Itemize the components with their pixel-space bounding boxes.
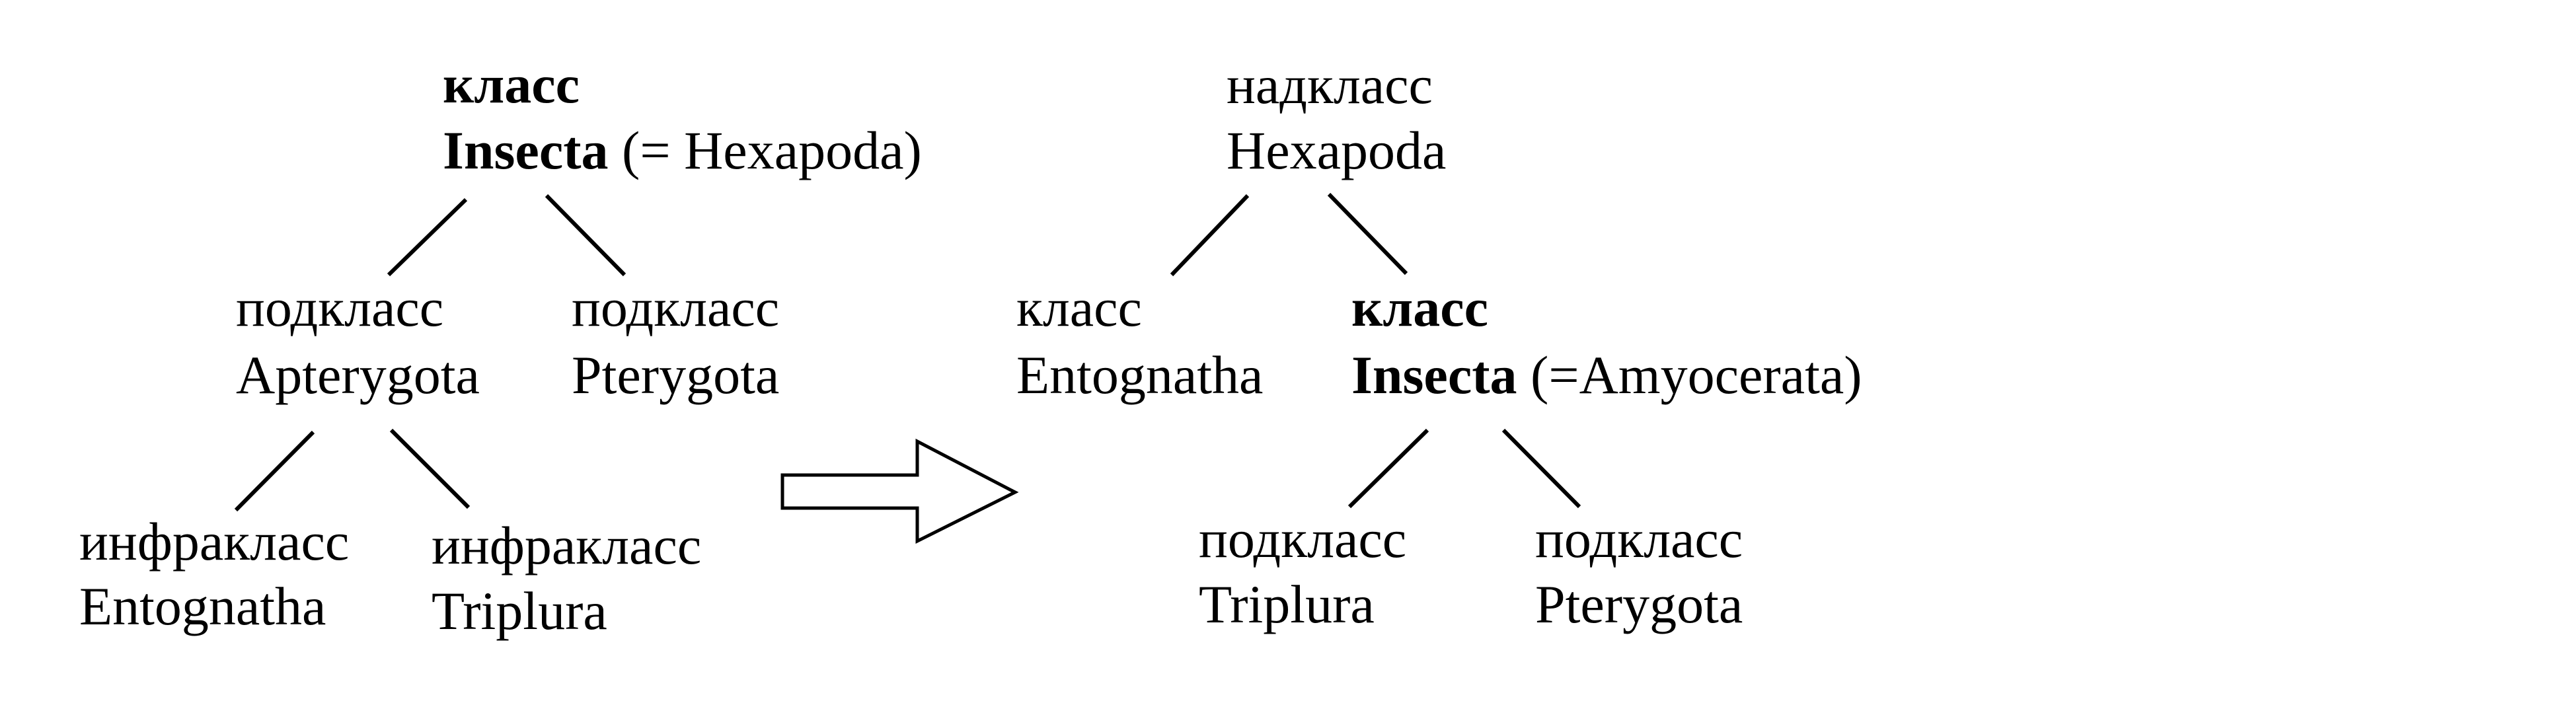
edge-new-left-grandchild (1347, 428, 1429, 509)
edge-new-root-left (1170, 194, 1250, 277)
edge-new-root-right (1327, 192, 1408, 276)
new-left-child-name: Entognatha (1016, 345, 1263, 405)
old-left-grandchild-name: Entognatha (79, 576, 326, 636)
old-left-child-rank: подкласс (236, 278, 443, 338)
new-root-rank: надкласс (1227, 55, 1433, 115)
new-right-child-taxon: Insecta (1351, 345, 1517, 405)
edge-old-left-grandchild (234, 430, 315, 512)
edge-old-root-left (387, 198, 468, 277)
old-left-child-name: Apterygota (236, 345, 480, 405)
new-root-name: Hexapoda (1227, 120, 1446, 180)
new-left-grandchild-rank: подкласс (1199, 509, 1406, 569)
new-left-child-rank: класс (1016, 278, 1142, 338)
old-root-name: Insecta (= Hexapoda) (443, 120, 922, 180)
new-left-grandchild-name: Triplura (1199, 574, 1375, 634)
edge-new-right-grandchild (1501, 428, 1581, 509)
new-right-child-rank: класс (1351, 278, 1488, 338)
old-root-rank: класс (443, 54, 580, 114)
edge-old-right-grandchild (389, 428, 471, 509)
old-right-child-rank: подкласс (572, 278, 779, 338)
new-scheme-tree: надкласс Hexapoda класс Entognatha класс… (1016, 55, 1862, 634)
old-right-grandchild-name: Triplura (432, 581, 607, 641)
old-right-grandchild-rank: инфракласс (432, 515, 701, 575)
edge-old-root-right (545, 194, 626, 277)
new-right-grandchild-rank: подкласс (1535, 509, 1743, 569)
new-right-child-synonym: (=Amyocerata) (1531, 345, 1862, 405)
old-right-child-name: Pterygota (572, 345, 779, 405)
new-right-child-name: Insecta (=Amyocerata) (1351, 345, 1862, 405)
new-right-grandchild-name: Pterygota (1535, 574, 1743, 634)
right-arrow-icon (780, 438, 1019, 544)
old-scheme-tree: класс Insecta (= Hexapoda) подкласс Apte… (79, 54, 922, 641)
old-left-grandchild-rank: инфракласс (79, 511, 349, 572)
old-root-taxon: Insecta (443, 120, 609, 180)
old-root-synonym: (= Hexapoda) (622, 120, 922, 180)
